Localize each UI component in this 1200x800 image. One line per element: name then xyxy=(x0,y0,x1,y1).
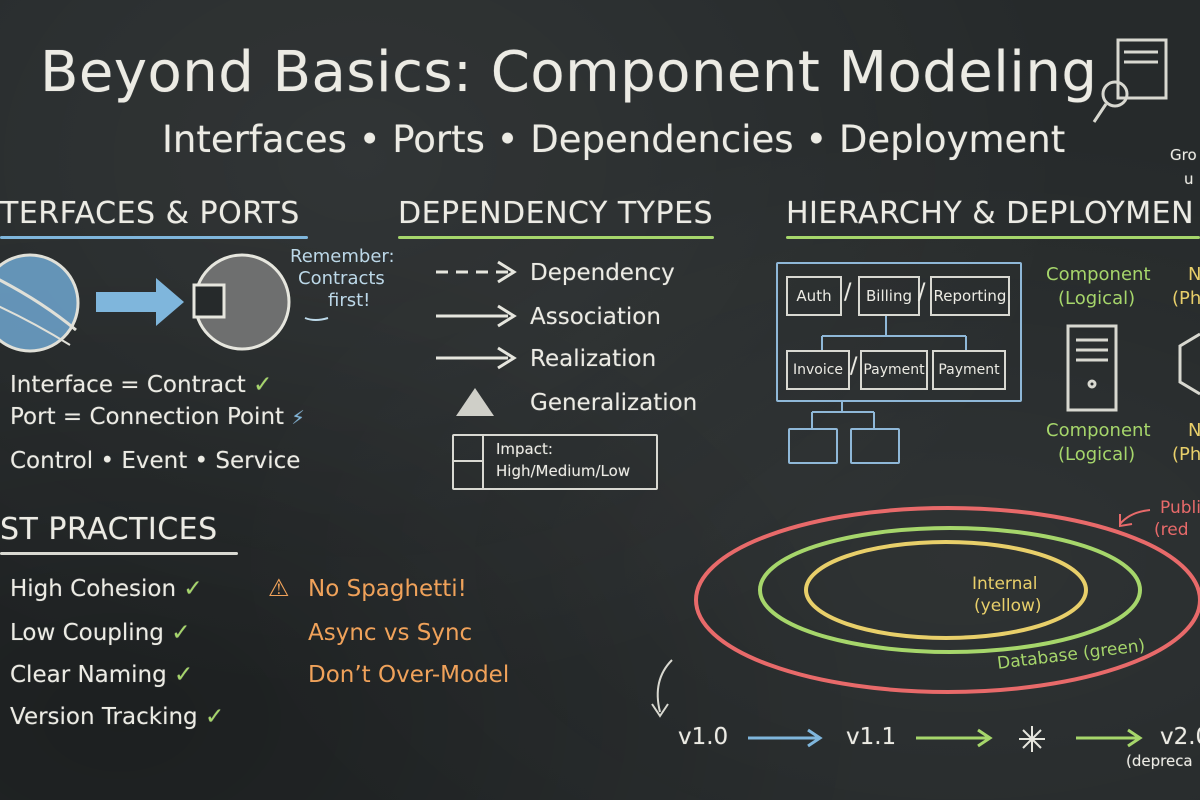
association-arrow xyxy=(436,304,517,328)
practice-label: Low Coupling xyxy=(10,620,164,646)
realization-arrow xyxy=(436,346,517,370)
check-icon: ✓ xyxy=(253,372,273,398)
impact-box xyxy=(452,434,658,490)
version-arrow-3 xyxy=(1076,728,1143,748)
corner-note-1: Gro xyxy=(1170,146,1197,164)
practice-low-coupling: Low Coupling ✓ xyxy=(10,620,190,646)
page-title: Beyond Basics: Component Modeling xyxy=(40,40,1098,105)
impact-box-divider xyxy=(452,460,482,462)
subcomponent-box-1 xyxy=(788,428,838,464)
port-socket-icon xyxy=(192,253,291,351)
remember-note-1: Remember: xyxy=(290,246,395,267)
slash-divider-3: / xyxy=(850,354,858,379)
version-deprecated-note: (depreca xyxy=(1126,752,1193,770)
component-invoice: Invoice xyxy=(786,350,850,390)
node-physical-sub-2: (Ph xyxy=(1172,444,1200,465)
dependency-heading: DEPENDENCY TYPES xyxy=(398,196,714,231)
component-hierarchy-frame xyxy=(776,262,1022,402)
port-connection-label: Port = Connection Point xyxy=(10,404,285,430)
dependency-type-association: Association xyxy=(530,304,661,330)
warning-no-spaghetti: No Spaghetti! xyxy=(308,576,467,602)
check-icon: ✓ xyxy=(204,704,225,730)
dependency-underline xyxy=(398,236,714,239)
version-1-0: v1.0 xyxy=(678,724,729,750)
version-arrow-1 xyxy=(748,728,823,748)
remember-note-3: first! xyxy=(328,290,371,311)
node-physical-sub-1: (Ph xyxy=(1172,288,1200,309)
impact-levels: High/Medium/Low xyxy=(496,462,631,480)
component-payment-1: Payment xyxy=(860,350,928,390)
hierarchy-underline xyxy=(786,236,1200,239)
practice-high-cohesion: High Cohesion ✓ xyxy=(10,576,203,602)
version-2-0: v2.0 xyxy=(1160,724,1200,750)
hierarchy-connectors xyxy=(811,316,967,428)
public-ring-sub: (red xyxy=(1154,520,1189,540)
cube-icon xyxy=(1178,332,1200,396)
globe-icon xyxy=(0,253,80,353)
practice-version-tracking: Version Tracking ✓ xyxy=(10,704,224,730)
remember-note-2: Contracts xyxy=(298,268,385,289)
public-ring xyxy=(694,506,1200,694)
sparkle-icon xyxy=(1019,726,1045,752)
arrow-right-icon xyxy=(96,278,184,326)
component-reporting: Reporting xyxy=(930,276,1010,316)
internal-ring-label: Internal xyxy=(972,574,1038,594)
component-billing: Billing xyxy=(858,276,920,316)
internal-ring xyxy=(804,540,1088,640)
best-practices-heading: ST PRACTICES xyxy=(0,512,218,547)
public-ring-label: Publi xyxy=(1160,498,1200,518)
node-physical-label-2: N xyxy=(1188,420,1200,441)
server-magnifier-icon xyxy=(1092,38,1168,123)
impact-label: Impact: xyxy=(496,440,553,458)
best-practices-underline xyxy=(0,552,238,555)
component-auth: Auth xyxy=(786,276,842,316)
component-logical-sub-1: (Logical) xyxy=(1058,288,1136,309)
port-connection-row: Port = Connection Point ⚡ xyxy=(10,404,305,430)
dependency-dashed-arrow xyxy=(436,260,517,284)
tower-server-icon xyxy=(1066,324,1118,412)
plug-icon: ⚡ xyxy=(291,407,305,429)
impact-box-column xyxy=(482,434,484,488)
interfaces-heading: TERFACES & PORTS xyxy=(0,196,300,231)
internal-ring-sub: (yellow) xyxy=(974,596,1042,616)
slash-divider-2: / xyxy=(918,280,926,305)
hierarchy-heading: HIERARCHY & DEPLOYMEN xyxy=(786,196,1195,231)
component-logical-sub-2: (Logical) xyxy=(1058,444,1136,465)
generalization-triangle xyxy=(456,388,494,416)
page-subtitle: Interfaces • Ports • Dependencies • Depl… xyxy=(162,118,1066,161)
practice-label: High Cohesion xyxy=(10,576,177,602)
component-logical-label-2: Component xyxy=(1046,420,1151,441)
node-physical-label-1: N xyxy=(1188,264,1200,285)
interfaces-underline xyxy=(0,236,308,239)
version-arrow-2 xyxy=(916,728,993,748)
warning-icon: ⚠ xyxy=(268,574,290,602)
dependency-type-generalization: Generalization xyxy=(530,390,698,416)
database-ring xyxy=(758,526,1142,654)
subcomponent-box-2 xyxy=(850,428,900,464)
component-payment-2: Payment xyxy=(932,350,1006,390)
interface-contract-row: Interface = Contract ✓ xyxy=(10,372,272,398)
practice-label: Clear Naming xyxy=(10,662,167,688)
port-types-line: Control • Event • Service xyxy=(10,448,301,474)
component-logical-label-1: Component xyxy=(1046,264,1151,285)
slash-divider-1: / xyxy=(844,280,852,305)
check-icon: ✓ xyxy=(171,620,191,646)
practice-label: Version Tracking xyxy=(10,704,198,730)
interface-contract-label: Interface = Contract xyxy=(10,372,246,398)
warning-async-sync: Async vs Sync xyxy=(308,620,473,646)
warning-over-model: Don’t Over-Model xyxy=(308,662,510,688)
practice-clear-naming: Clear Naming ✓ xyxy=(10,662,193,688)
dependency-type-dependency: Dependency xyxy=(530,260,675,286)
version-1-1: v1.1 xyxy=(846,724,897,750)
check-icon: ✓ xyxy=(183,576,203,602)
check-icon: ✓ xyxy=(174,662,194,688)
corner-note-2: u xyxy=(1184,170,1194,188)
dependency-type-realization: Realization xyxy=(530,346,657,372)
